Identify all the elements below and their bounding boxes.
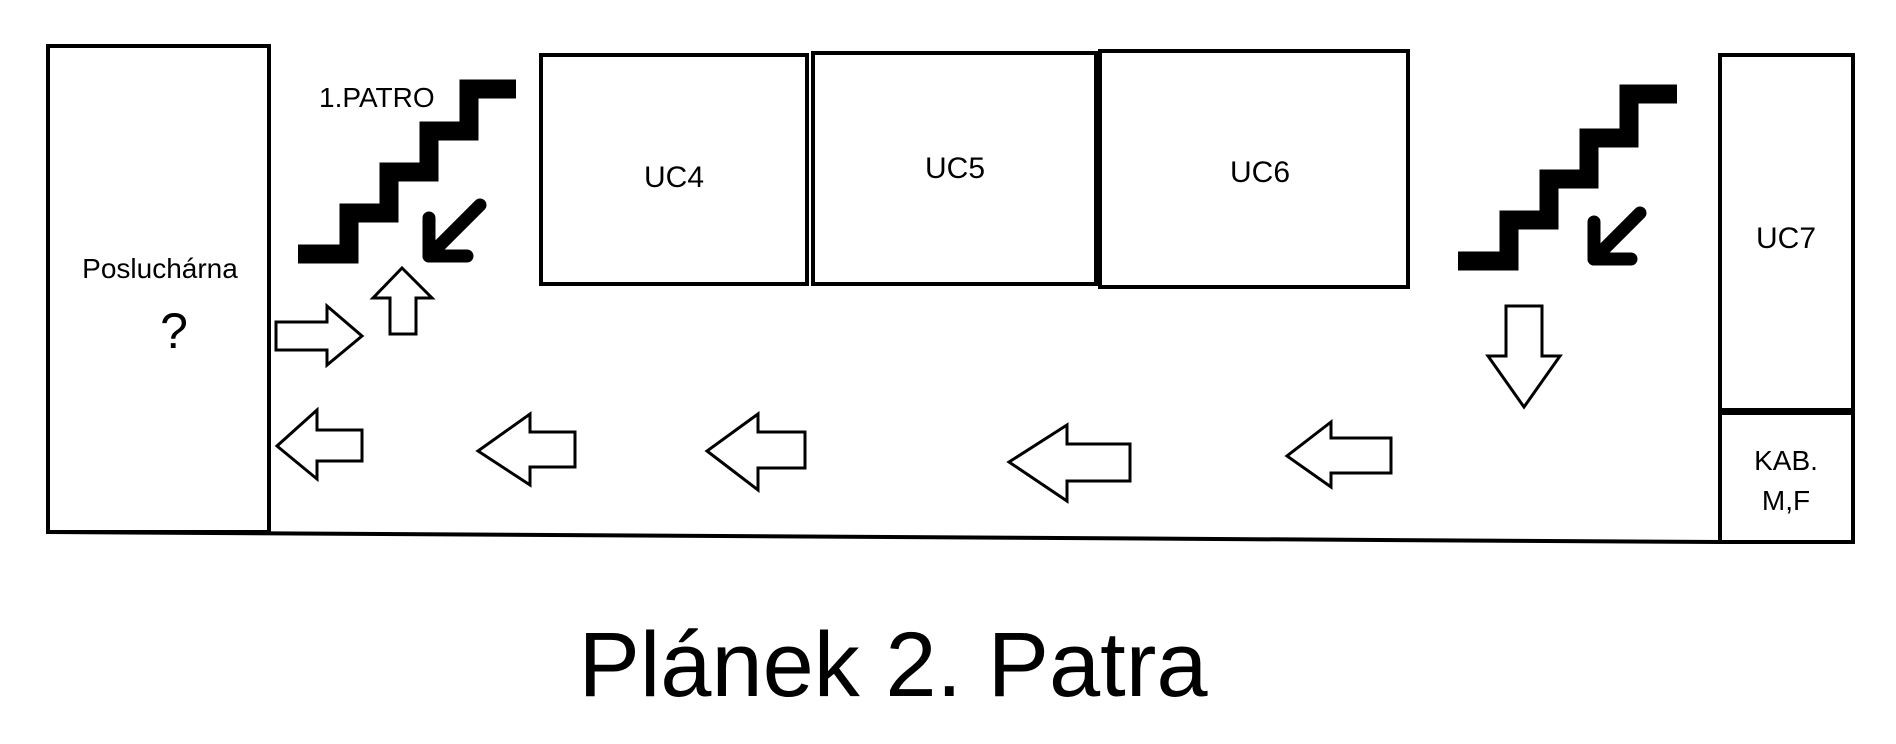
room-posluchárna: Posluchárna ?	[46, 44, 271, 534]
room-kabinet-label-line1: KAB.	[1754, 445, 1818, 476]
room-uc5: UC5	[811, 51, 1098, 286]
arrow-up-icon	[369, 265, 436, 336]
room-uc4: UC4	[539, 53, 809, 286]
room-kabinet: KAB. M,F	[1718, 411, 1855, 544]
corridor-outline	[47, 530, 1721, 544]
down-arrow-right-icon	[1587, 206, 1647, 266]
room-uc4-label: UC4	[644, 161, 704, 194]
room-uc5-label: UC5	[925, 152, 985, 185]
arrow-left-icon	[1284, 418, 1393, 490]
arrow-right-icon	[274, 302, 365, 369]
arrow-left-icon	[475, 411, 577, 488]
staircase-left-icon	[298, 79, 516, 264]
room-uc7: UC7	[1718, 53, 1855, 412]
arrow-left-icon	[1006, 422, 1132, 504]
room-posluchárna-question-mark: ?	[160, 303, 188, 359]
down-arrow-left-icon	[422, 198, 487, 263]
arrow-left-icon	[704, 411, 807, 494]
stairs-label: 1.PATRO	[319, 82, 435, 113]
room-uc7-label: UC7	[1756, 222, 1816, 255]
room-uc6-label: UC6	[1230, 156, 1290, 189]
arrow-down-icon	[1485, 304, 1563, 410]
room-posluchárna-label: Posluchárna	[82, 253, 238, 284]
plan-title: Plánek 2. Patra	[578, 614, 1208, 716]
room-kabinet-label-line2: M,F	[1762, 485, 1810, 516]
room-uc6: UC6	[1098, 49, 1410, 289]
arrow-left-icon	[274, 406, 364, 483]
staircase-right-icon	[1458, 84, 1677, 271]
